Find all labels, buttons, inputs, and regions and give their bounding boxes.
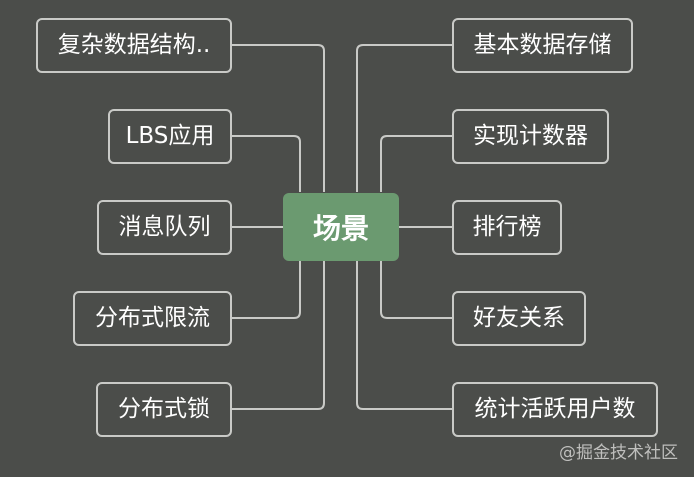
node-counter: 实现计数器 xyxy=(452,109,609,164)
center-node-scenarios: 场景 xyxy=(283,193,399,261)
node-friend-relations: 好友关系 xyxy=(452,291,586,346)
node-distributed-rate-limit: 分布式限流 xyxy=(73,291,232,346)
connector-basic-storage xyxy=(356,44,452,192)
connector-friend-relations xyxy=(380,261,452,319)
node-leaderboard: 排行榜 xyxy=(452,200,562,255)
watermark-text: @掘金技术社区 xyxy=(559,443,678,463)
connector-distributed-rate-limit xyxy=(232,261,301,319)
node-basic-storage: 基本数据存储 xyxy=(452,18,633,73)
node-complex-structures: 复杂数据结构.. xyxy=(36,18,232,73)
connector-lbs-app xyxy=(232,135,301,192)
node-lbs-app: LBS应用 xyxy=(108,109,232,164)
connector-counter xyxy=(380,135,452,192)
node-distributed-lock: 分布式锁 xyxy=(96,382,232,437)
node-active-users: 统计活跃用户数 xyxy=(452,382,658,437)
node-message-queue: 消息队列 xyxy=(97,200,232,255)
connector-distributed-lock xyxy=(232,261,325,410)
connector-active-users xyxy=(356,261,452,410)
connector-complex-structures xyxy=(232,44,325,192)
